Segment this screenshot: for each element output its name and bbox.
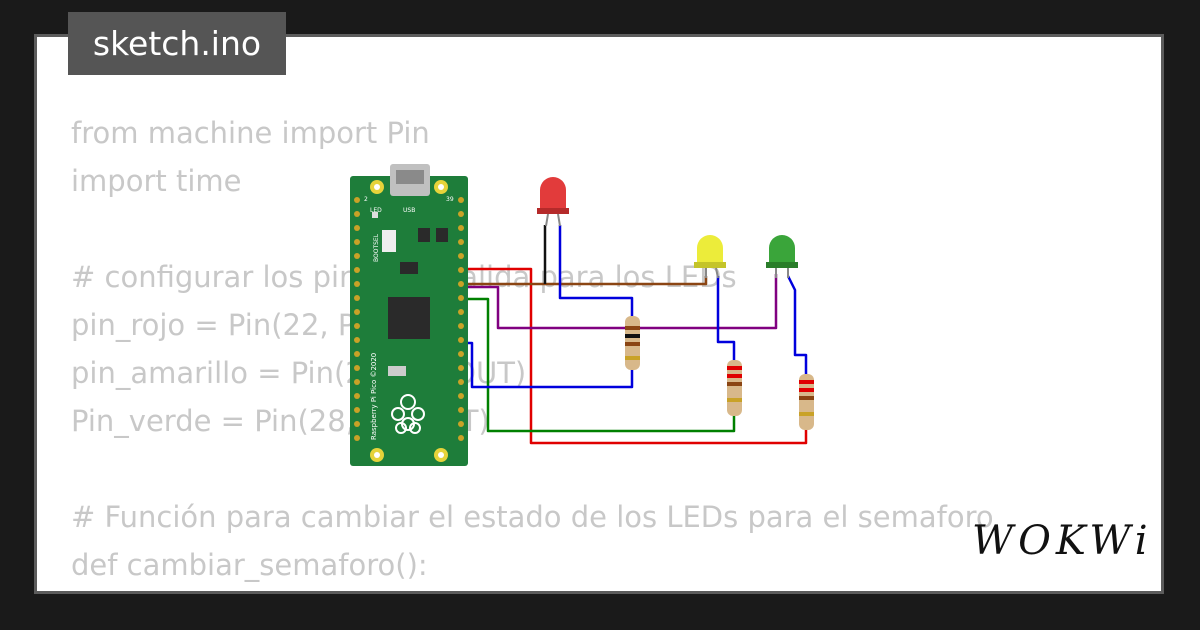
wire-brown xyxy=(456,276,708,286)
wire-blue-2 xyxy=(558,225,634,318)
pin-holes xyxy=(354,197,464,441)
resistor-1 xyxy=(625,316,640,370)
bootsel-label: BOOTSEL xyxy=(373,233,380,262)
pin-label-left: 2 xyxy=(364,196,368,203)
code-line: # Función para cambiar el estado de los … xyxy=(71,500,994,534)
file-name-badge: sketch.ino xyxy=(68,12,286,75)
bootsel-button xyxy=(382,230,396,252)
red-led-icon xyxy=(537,177,569,227)
yellow-led-icon xyxy=(694,235,726,279)
code-line: import time xyxy=(71,164,242,198)
resistor-3 xyxy=(799,374,814,430)
led-label: LED xyxy=(370,207,382,214)
wire-red xyxy=(456,267,808,445)
pin-label-right: 39 xyxy=(446,196,454,203)
wokwi-logo: WOKWi xyxy=(972,518,1153,564)
raspberry-logo-icon xyxy=(391,394,425,434)
code-line: from machine import Pin xyxy=(71,116,430,150)
code-line: def cambiar_semaforo(): xyxy=(71,548,428,582)
pico-board: USB LED 2 39 BOOTSEL Raspberry Pi Pico ©… xyxy=(350,164,468,466)
green-led-icon xyxy=(766,235,798,278)
wire-blue-4 xyxy=(786,275,808,374)
wire-purple xyxy=(456,274,778,330)
wire-green xyxy=(456,297,736,433)
resistor-2 xyxy=(727,360,742,416)
usb-label: USB xyxy=(403,207,415,214)
wire-blue-3 xyxy=(716,276,736,360)
board-name: Raspberry Pi Pico ©2020 xyxy=(370,353,378,440)
rp2040-chip xyxy=(388,297,430,339)
wire-blue-1 xyxy=(456,341,634,389)
